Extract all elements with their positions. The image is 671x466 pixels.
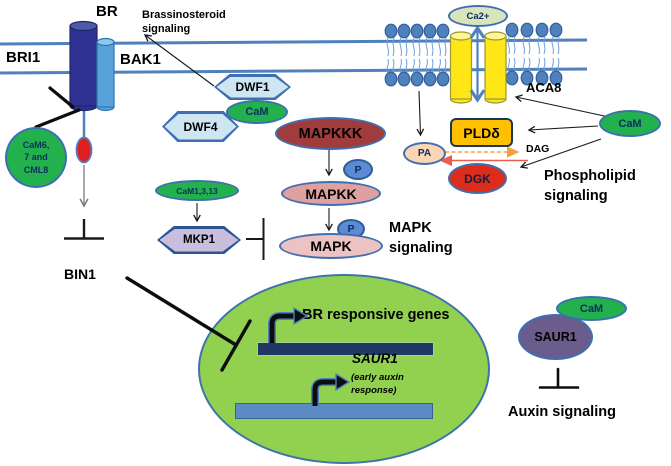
cam1313-ellipse: CaM1,3,13 bbox=[155, 180, 239, 201]
pld-label: PLDδ bbox=[463, 124, 500, 141]
mapk-label: MAPK bbox=[310, 238, 352, 254]
brassinosteroid-signaling-label: Brassinosteroid signaling bbox=[142, 9, 226, 35]
bin1-label: BIN1 bbox=[64, 266, 96, 282]
nucleus-ellipse bbox=[198, 274, 490, 464]
saur1-gene-bar bbox=[235, 403, 433, 419]
mapk-ellipse: MAPK bbox=[279, 233, 383, 259]
phospholipid-signaling-label: Phospholipid signaling bbox=[544, 168, 636, 205]
mkp1-label: MKP1 bbox=[183, 234, 215, 246]
cam-right-ellipse: CaM bbox=[599, 110, 661, 137]
aca8-channel-cylinders bbox=[449, 31, 507, 104]
bak1-label: BAK1 bbox=[120, 51, 161, 68]
p2-label: P bbox=[347, 223, 355, 235]
saur1-gene-note: (early auxin response) bbox=[351, 372, 404, 396]
phospholipid-tails bbox=[386, 36, 560, 74]
cam67-inhibition-tbar bbox=[34, 86, 81, 129]
aca8-label: ACA8 bbox=[526, 80, 562, 95]
mapkk-ellipse: MAPKK bbox=[281, 181, 381, 206]
dag-label: DAG bbox=[526, 143, 550, 155]
cam-right-label: CaM bbox=[618, 117, 642, 130]
cam-saur-label: CaM bbox=[579, 302, 604, 315]
mkp1-hexagon: MKP1 bbox=[157, 226, 241, 254]
dwf4-label: DWF4 bbox=[183, 119, 218, 134]
cam-dwf-label: CaM bbox=[245, 106, 269, 118]
saur1-gene-label: SAUR1 bbox=[352, 351, 398, 366]
p1-label: P bbox=[354, 163, 362, 176]
dwf1-label: DWF1 bbox=[235, 80, 270, 94]
cam-dwf-ellipse: CaM bbox=[226, 100, 288, 124]
pa-label: PA bbox=[417, 148, 432, 159]
mapk-signaling-label: MAPK signaling bbox=[389, 220, 453, 257]
bak1-receptor-cylinder bbox=[96, 37, 115, 112]
ca2-label: Ca2+ bbox=[466, 10, 490, 22]
br-label: BR bbox=[96, 3, 118, 20]
cam-saur-ellipse: CaM bbox=[556, 296, 627, 321]
cam67-line2: 7 and bbox=[24, 152, 48, 163]
pld-box: PLDδ bbox=[450, 118, 513, 147]
cam1313-label: CaM1,3,13 bbox=[176, 185, 218, 196]
auxin-signaling-label: Auxin signaling bbox=[508, 404, 616, 420]
phospholipid-heads bbox=[384, 22, 563, 87]
saur1-inhibition-symbol bbox=[538, 367, 580, 389]
arrow-cam-to-aca8 bbox=[514, 94, 610, 118]
pa-ellipse: PA bbox=[403, 142, 446, 165]
dwf4-hexagon: DWF4 bbox=[162, 111, 239, 142]
arrow-cam-to-pld bbox=[527, 125, 599, 134]
saur1-protein-label: SAUR1 bbox=[534, 330, 577, 344]
phosphate-badge-1: P bbox=[343, 159, 373, 180]
mapkkk-label: MAPKKK bbox=[298, 125, 363, 142]
mapkk-label: MAPKK bbox=[305, 185, 357, 202]
cam67-line3: CML8 bbox=[23, 164, 49, 175]
plasma-membrane bbox=[0, 38, 588, 75]
ca2-ellipse: Ca2+ bbox=[448, 5, 508, 27]
mkp1-inhibition-tbar bbox=[246, 218, 265, 260]
dgk-ellipse: DGK bbox=[448, 163, 507, 194]
saur1-protein-ellipse: SAUR1 bbox=[518, 314, 593, 360]
cam67-cml8-ellipse: CaM6, 7 and CML8 bbox=[5, 127, 67, 188]
mapkkk-ellipse: MAPKKK bbox=[275, 117, 386, 150]
arrow-membrane-to-pa bbox=[416, 90, 425, 137]
br-gene-bar bbox=[257, 342, 434, 356]
cam67-line1: CaM6, bbox=[22, 139, 50, 150]
kinase-domain-dot bbox=[75, 136, 93, 164]
dwf1-hexagon: DWF1 bbox=[214, 74, 291, 100]
bri1-receptor-cylinder bbox=[69, 20, 98, 112]
bri1-label: BRI1 bbox=[6, 49, 41, 66]
dgk-label: DGK bbox=[464, 171, 491, 186]
br-responsive-genes-label: BR responsive genes bbox=[302, 307, 450, 323]
bin1-inhibition-symbol bbox=[64, 219, 104, 240]
